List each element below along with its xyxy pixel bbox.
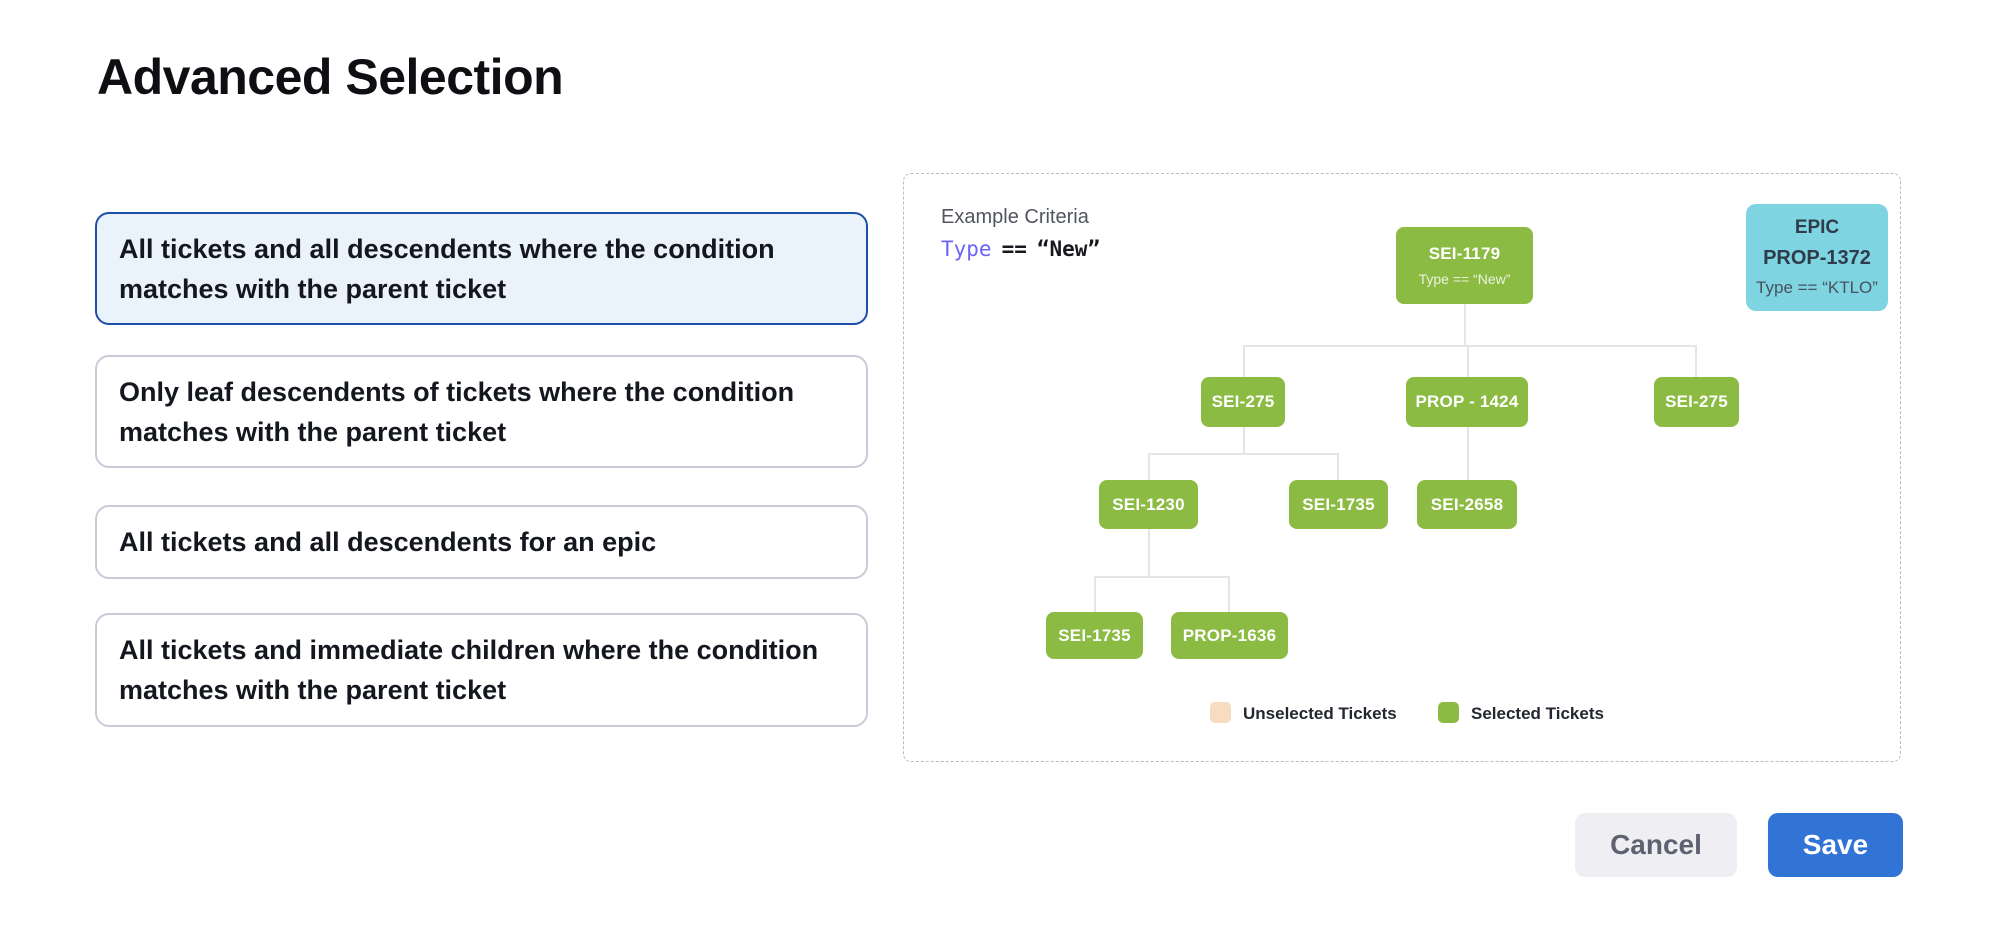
connector-line: [1148, 529, 1150, 576]
connector-line: [1243, 345, 1696, 347]
tree-node: SEI-1230: [1099, 480, 1198, 529]
connector-line: [1243, 427, 1245, 453]
connector-line: [1467, 345, 1469, 377]
tree-node: SEI-1735: [1289, 480, 1388, 529]
tree-node: SEI-275: [1201, 377, 1285, 427]
criteria-operator: ==: [1001, 237, 1027, 261]
example-diagram-panel: Example Criteria Type == “New” SEI-1179 Ty…: [903, 173, 1901, 762]
connector-line: [1228, 576, 1230, 612]
tree-node-root: SEI-1179 Type == “New”: [1396, 227, 1533, 304]
epic-node: EPIC PROP-1372 Type == “KTLO”: [1746, 204, 1888, 311]
connector-line: [1467, 427, 1469, 480]
cancel-button[interactable]: Cancel: [1575, 813, 1737, 877]
connector-line: [1148, 453, 1338, 455]
option-label: Only leaf descendents of tickets where t…: [119, 376, 795, 447]
option-immediate-children-condition[interactable]: All tickets and immediate children where…: [95, 613, 868, 727]
epic-kind: EPIC: [1794, 217, 1840, 238]
option-label: All tickets and all descendents for an e…: [119, 527, 657, 557]
option-label: All tickets and immediate children where…: [119, 635, 819, 705]
connector-line: [1094, 576, 1229, 578]
tree-node: SEI-1735: [1046, 612, 1143, 659]
connector-line: [1243, 345, 1245, 377]
criteria-value: “New”: [1036, 237, 1101, 261]
tree-node: PROP-1636: [1171, 612, 1288, 659]
option-all-descendents-epic[interactable]: All tickets and all descendents for an e…: [95, 505, 868, 579]
example-criteria-heading: Example Criteria: [941, 206, 1089, 228]
legend-selected-swatch: [1438, 702, 1459, 723]
node-criteria: Type == “New”: [1418, 271, 1511, 287]
connector-line: [1094, 576, 1096, 612]
option-all-descendents-condition[interactable]: All tickets and all descendents where th…: [95, 212, 868, 325]
legend-unselected-label: Unselected Tickets: [1243, 704, 1397, 723]
connector-line: [1695, 345, 1697, 377]
tree-node: PROP - 1424: [1406, 377, 1528, 427]
legend-unselected-swatch: [1210, 702, 1231, 723]
legend-selected-label: Selected Tickets: [1471, 704, 1604, 723]
node-id: SEI-1179: [1428, 244, 1501, 263]
criteria-field: Type: [941, 237, 992, 261]
example-criteria-expression: Type == “New”: [941, 237, 1100, 261]
tree-node: SEI-275: [1654, 377, 1739, 427]
page-title: Advanced Selection: [97, 49, 564, 105]
epic-criteria: Type == “KTLO”: [1756, 278, 1878, 297]
connector-line: [1148, 453, 1150, 480]
tree-node: SEI-2658: [1417, 480, 1517, 529]
option-leaf-descendents-condition[interactable]: Only leaf descendents of tickets where t…: [95, 355, 868, 468]
save-button[interactable]: Save: [1768, 813, 1903, 877]
option-label: All tickets and all descendents where th…: [119, 233, 775, 304]
connector-line: [1337, 453, 1339, 480]
connector-line: [1464, 304, 1466, 345]
epic-id: PROP-1372: [1763, 247, 1871, 269]
